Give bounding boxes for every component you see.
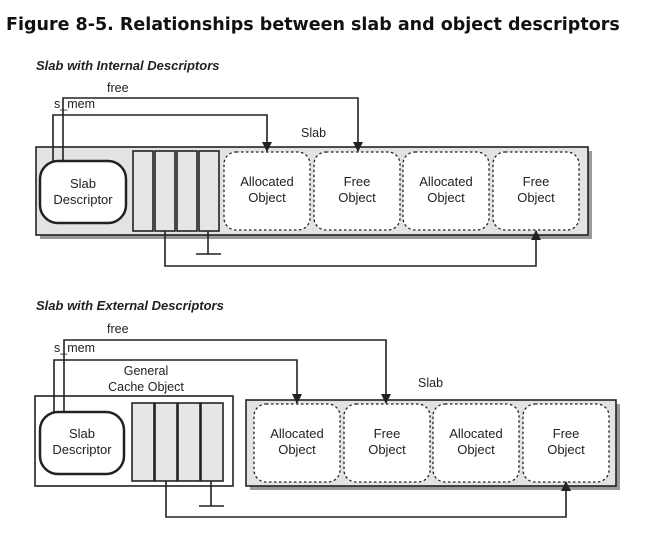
internal-object-3: Allocated Object bbox=[402, 151, 490, 231]
internal-s-mem-label: s_mem bbox=[54, 97, 95, 111]
internal-object-3-line1: Allocated bbox=[419, 174, 472, 189]
external-free-label: free bbox=[107, 322, 129, 336]
internal-object-2-line1: Free bbox=[344, 174, 371, 189]
external-slab-descriptor bbox=[38, 410, 126, 476]
internal-free-label: free bbox=[107, 81, 129, 95]
external-free-arrow bbox=[63, 339, 391, 412]
bufctl-cell bbox=[177, 402, 201, 482]
external-object-3: Allocated Object bbox=[432, 403, 520, 483]
internal-bufctl-array bbox=[132, 150, 220, 232]
external-s-mem-arrow bbox=[53, 359, 302, 412]
external-object-2-line2: Object bbox=[368, 442, 406, 457]
internal-slab-label: Slab bbox=[301, 126, 326, 140]
internal-object-1-line1: Allocated bbox=[240, 174, 293, 189]
bufctl-cell bbox=[154, 150, 176, 232]
internal-object-4-line2: Object bbox=[517, 190, 555, 205]
figure-title: Figure 8-5. Relationships between slab a… bbox=[6, 15, 620, 35]
bufctl-cell bbox=[132, 150, 154, 232]
external-object-2: Free Object bbox=[343, 403, 431, 483]
bufctl-cell bbox=[200, 402, 224, 482]
internal-s-mem-arrow bbox=[52, 114, 272, 161]
internal-object-4: Free Object bbox=[492, 151, 580, 231]
external-object-3-line1: Allocated bbox=[449, 426, 502, 441]
bufctl-cell bbox=[198, 150, 220, 232]
internal-slab-descriptor bbox=[38, 159, 128, 225]
external-descriptor-line1: Slab bbox=[69, 426, 95, 441]
external-heading: Slab with External Descriptors bbox=[36, 298, 224, 313]
external-object-2-line1: Free bbox=[374, 426, 401, 441]
internal-object-2: Free Object bbox=[313, 151, 401, 231]
external-general-cache-line2: Cache Object bbox=[108, 380, 184, 394]
internal-descriptor-line2: Descriptor bbox=[53, 192, 113, 207]
external-object-1-line2: Object bbox=[278, 442, 316, 457]
internal-object-1-line2: Object bbox=[248, 190, 286, 205]
internal-heading: Slab with Internal Descriptors bbox=[36, 58, 220, 73]
external-object-3-line2: Object bbox=[457, 442, 495, 457]
internal-object-4-line1: Free bbox=[523, 174, 550, 189]
internal-object-2-line2: Object bbox=[338, 190, 376, 205]
internal-bufctl-chain-arrow bbox=[164, 230, 541, 267]
external-object-1-line1: Allocated bbox=[270, 426, 323, 441]
external-object-4: Free Object bbox=[522, 403, 610, 483]
external-s-mem-label: s_mem bbox=[54, 341, 95, 355]
external-bufctl-array bbox=[131, 402, 224, 482]
external-general-cache-line1: General bbox=[124, 364, 168, 378]
internal-descriptor-line1: Slab bbox=[70, 176, 96, 191]
external-object-4-line1: Free bbox=[553, 426, 580, 441]
bufctl-cell bbox=[154, 402, 178, 482]
external-object-1: Allocated Object bbox=[253, 403, 341, 483]
internal-descriptors-diagram: Slab with Internal Descriptors free s_me… bbox=[35, 58, 592, 267]
bufctl-cell bbox=[176, 150, 198, 232]
internal-object-3-line2: Object bbox=[427, 190, 465, 205]
bufctl-cell bbox=[131, 402, 155, 482]
external-bufctl-chain-arrow bbox=[165, 481, 571, 518]
external-object-4-line2: Object bbox=[547, 442, 585, 457]
external-descriptor-line2: Descriptor bbox=[52, 442, 112, 457]
external-slab-label: Slab bbox=[418, 376, 443, 390]
internal-object-1: Allocated Object bbox=[223, 151, 311, 231]
external-descriptors-diagram: Slab with External Descriptors free s_me… bbox=[34, 298, 620, 518]
internal-free-arrow bbox=[62, 97, 363, 161]
